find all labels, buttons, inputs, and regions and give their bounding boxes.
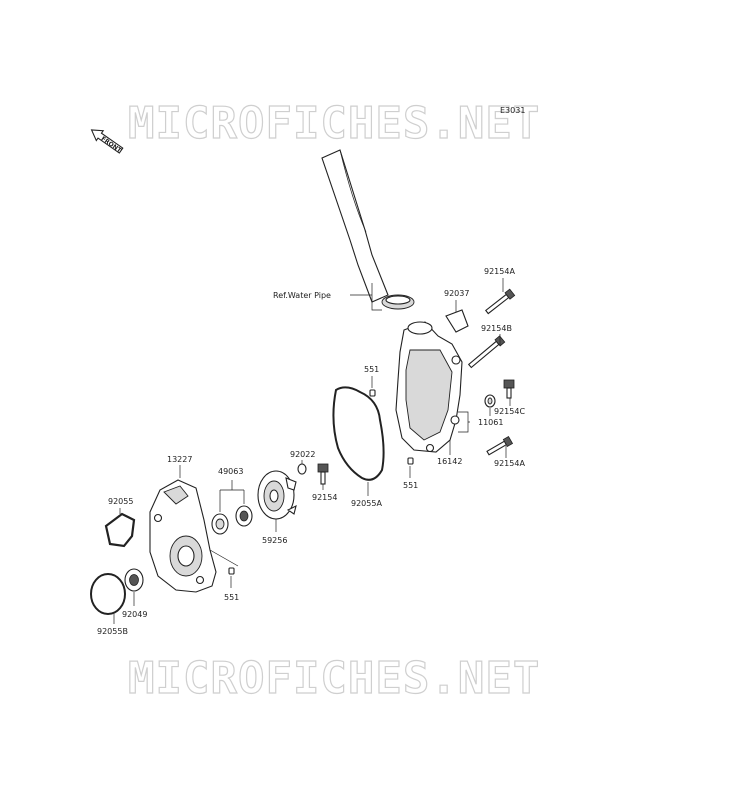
part-92037: 92037 [444, 289, 469, 298]
part-59256: 59256 [262, 536, 287, 545]
dowel-551-b [407, 457, 414, 465]
dowel-551-c [228, 567, 235, 575]
diagram-code: E3031 [500, 106, 525, 115]
part-551-a: 551 [364, 365, 379, 374]
bolt-92154a-bottom [486, 435, 514, 456]
front-label: FRONT [100, 135, 124, 154]
oring-92055b [90, 573, 126, 615]
gasket-92055a [332, 386, 385, 481]
pipe-collar [381, 294, 415, 310]
pump-cover-16142 [395, 321, 463, 453]
part-92055: 92055 [108, 497, 133, 506]
part-92154: 92154 [312, 493, 337, 502]
part-92154b: 92154B [481, 324, 512, 333]
washer-11061 [484, 394, 496, 408]
bolt-92154b [467, 335, 506, 369]
oil-seal-92049 [124, 568, 144, 592]
part-92049: 92049 [122, 610, 147, 619]
bolt-92154 [317, 463, 329, 485]
dowel-551-a [369, 389, 376, 397]
gasket-92055 [104, 512, 136, 548]
part-13227: 13227 [167, 455, 192, 464]
bolt-92154a-top [484, 288, 516, 315]
impeller-59256 [257, 470, 297, 520]
part-49063: 49063 [218, 467, 243, 476]
watermark-bottom: MICROFICHES.NET [128, 653, 540, 704]
seal-49063 [211, 505, 253, 535]
bolt-92154c [503, 379, 515, 399]
part-11061: 11061 [478, 418, 503, 427]
pump-body-13227 [149, 479, 217, 593]
part-92154c: 92154C [494, 407, 525, 416]
part-16142: 16142 [437, 457, 462, 466]
part-92055a: 92055A [351, 499, 382, 508]
oring-92022 [297, 463, 307, 475]
part-92055b: 92055B [97, 627, 128, 636]
part-92022: 92022 [290, 450, 315, 459]
part-92154a-top: 92154A [484, 267, 515, 276]
clamp-92037 [445, 309, 469, 333]
watermark-top: MICROFICHES.NET [128, 98, 540, 149]
water-pipe-ref [321, 149, 389, 303]
reference-label: Ref.Water Pipe [273, 291, 331, 300]
part-551-b: 551 [403, 481, 418, 490]
part-92154a-bottom: 92154A [494, 459, 525, 468]
front-arrow-icon: FRONT [90, 129, 124, 155]
part-551-c: 551 [224, 593, 239, 602]
